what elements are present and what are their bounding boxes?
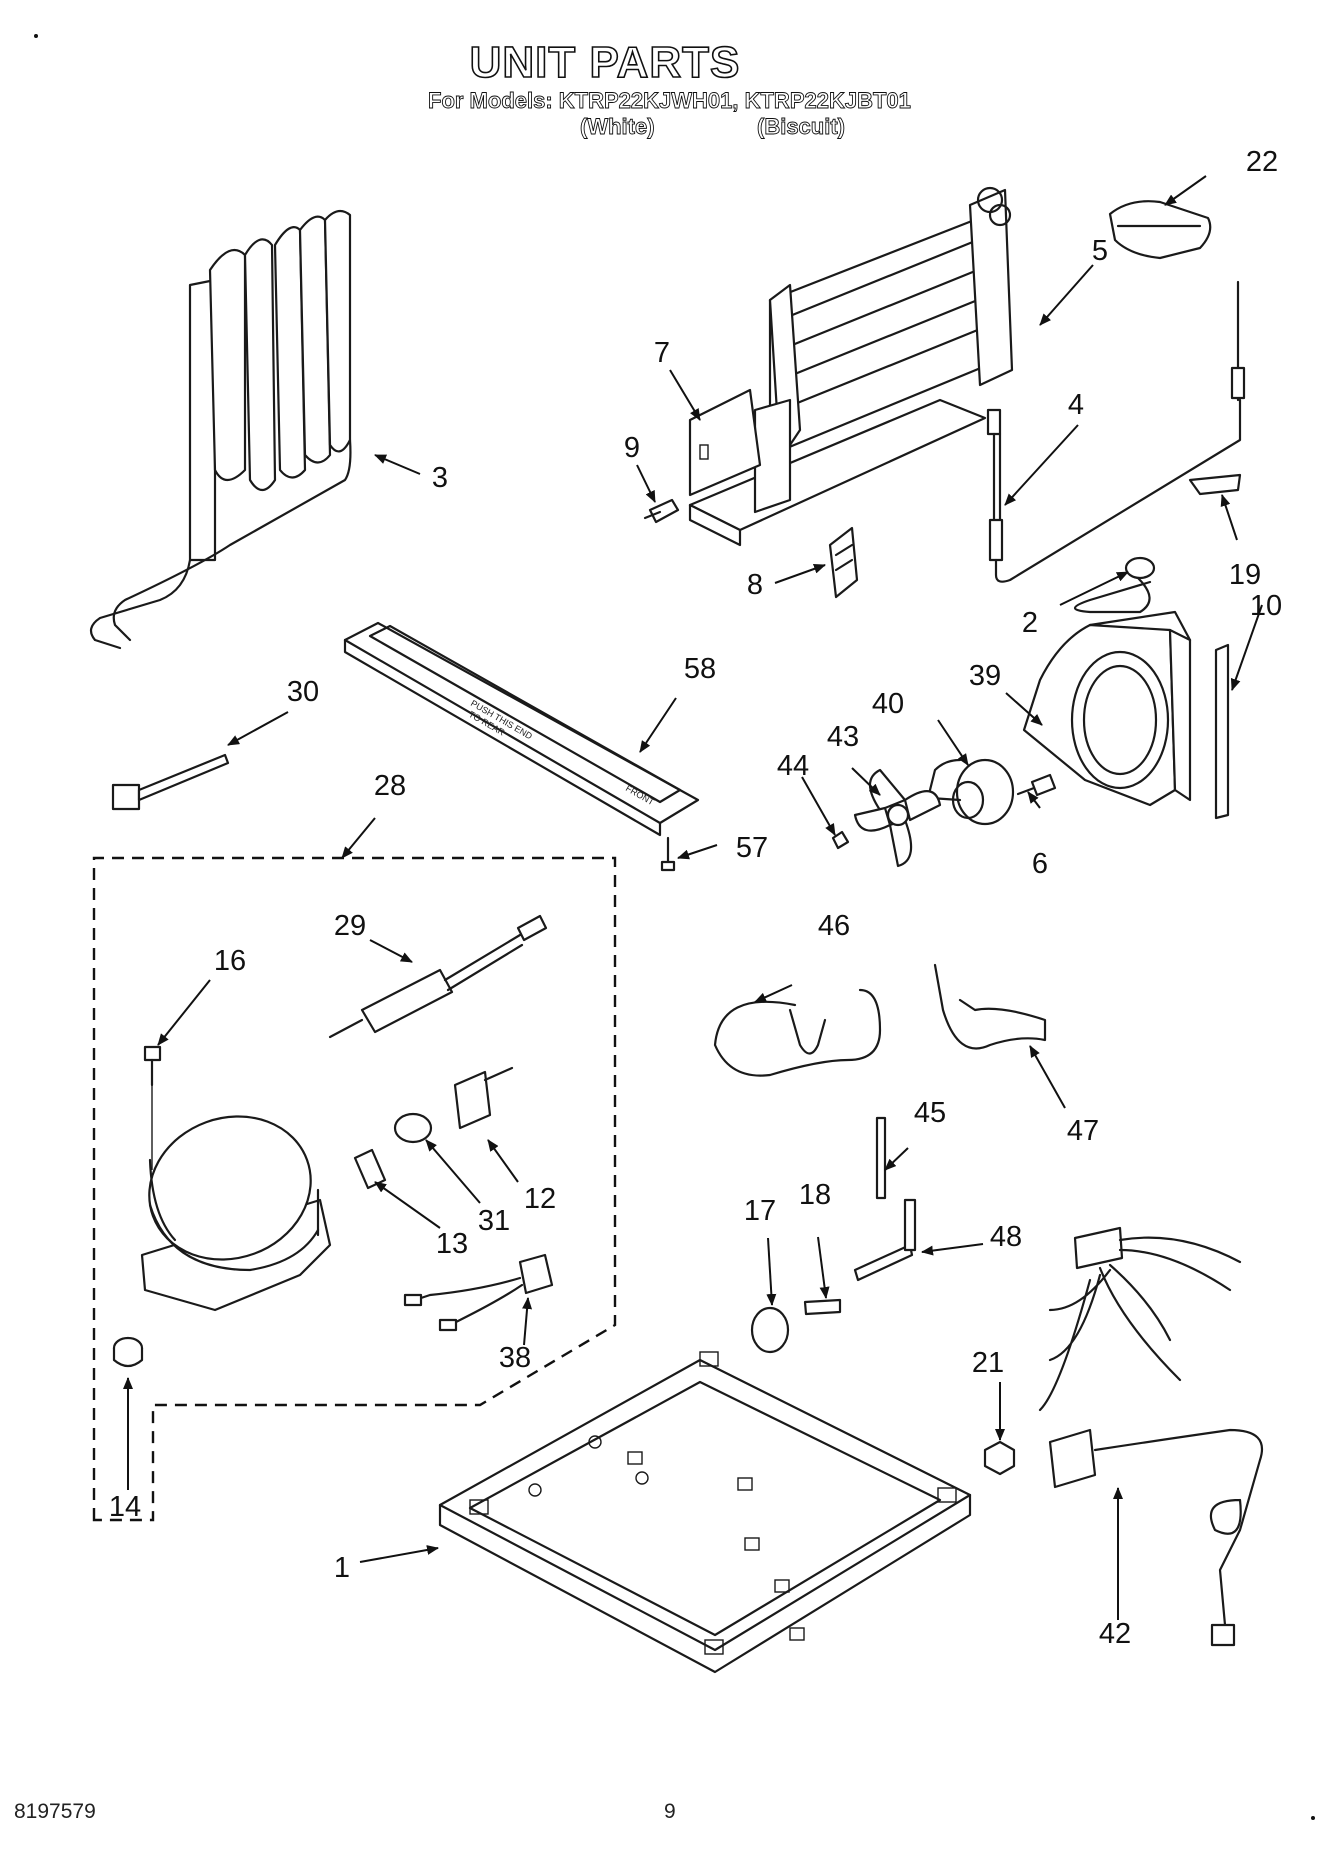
page-title: UNIT PARTS xyxy=(469,37,741,88)
relay-parts xyxy=(353,1066,514,1190)
pin-45 xyxy=(875,1116,887,1200)
tube-46 xyxy=(713,988,882,1077)
defrost-wire xyxy=(1073,556,1156,614)
doc-number: 8197579 xyxy=(14,1800,96,1823)
corner-dot xyxy=(34,34,38,38)
callout-12: 12 xyxy=(524,1183,556,1215)
callout-43: 43 xyxy=(827,721,859,753)
fan-shroud xyxy=(1022,610,1192,807)
screw-part xyxy=(643,498,680,524)
color-white-label: (White) xyxy=(580,114,655,140)
roller-17 xyxy=(750,1306,790,1354)
callout-18: 18 xyxy=(799,1179,831,1211)
callout-40: 40 xyxy=(872,688,904,720)
mounting-bolt xyxy=(143,1045,162,1170)
fan-motor xyxy=(928,758,1015,826)
callout-3: 3 xyxy=(432,462,448,494)
rubber-grommet xyxy=(112,1336,144,1368)
callout-21: 21 xyxy=(972,1347,1004,1379)
callout-17: 17 xyxy=(744,1195,776,1227)
retainer-part xyxy=(831,830,850,850)
corner-dot xyxy=(1311,1816,1315,1820)
compressor xyxy=(140,1115,332,1312)
callout-57: 57 xyxy=(736,832,768,864)
drain-pan: PUSH THIS END TO REAR FRONT xyxy=(343,621,700,837)
callout-4: 4 xyxy=(1068,389,1084,421)
callout-31: 31 xyxy=(478,1205,510,1237)
callout-19: 19 xyxy=(1229,559,1261,591)
wiring-harness xyxy=(1038,1226,1263,1647)
fan-blade xyxy=(853,768,942,868)
callout-48: 48 xyxy=(990,1221,1022,1253)
strip-part xyxy=(1214,643,1230,820)
axle-18 xyxy=(803,1298,842,1316)
pin-48-vertical xyxy=(903,1198,917,1252)
callout-14: 14 xyxy=(109,1491,141,1523)
nut-21 xyxy=(983,1440,1016,1476)
callout-44: 44 xyxy=(777,750,809,782)
condenser-coil xyxy=(89,209,352,650)
leader-lines xyxy=(123,175,1263,1620)
callout-5: 5 xyxy=(1092,235,1108,267)
callout-42: 42 xyxy=(1099,1618,1131,1650)
evaporator-assembly xyxy=(688,186,1014,547)
callout-30: 30 xyxy=(287,676,319,708)
tube-46-inner xyxy=(788,1008,827,1055)
page-number: 9 xyxy=(664,1800,676,1823)
callout-2: 2 xyxy=(1022,607,1038,639)
tube-47 xyxy=(933,963,1047,1050)
callout-38: 38 xyxy=(499,1342,531,1374)
callout-1: 1 xyxy=(334,1552,350,1584)
motor-screw xyxy=(1016,773,1057,797)
cap-part xyxy=(1108,200,1212,260)
compressor-kit-boundary xyxy=(92,856,617,1522)
callout-22: 22 xyxy=(1246,146,1278,178)
overload-protector xyxy=(403,1253,554,1332)
color-biscuit-label: (Biscuit) xyxy=(757,114,846,140)
callout-16: 16 xyxy=(214,945,246,977)
callout-9: 9 xyxy=(624,432,640,464)
pan-screw xyxy=(660,836,676,872)
callout-6: 6 xyxy=(1032,848,1048,880)
callout-29: 29 xyxy=(334,910,366,942)
clip-part xyxy=(828,526,859,599)
models-line: For Models: KTRP22KJWH01, KTRP22KJBT01 xyxy=(428,88,912,114)
callout-46: 46 xyxy=(818,910,850,942)
callout-8: 8 xyxy=(747,569,763,601)
callout-7: 7 xyxy=(654,337,670,369)
callout-28: 28 xyxy=(374,770,406,802)
cable-tie xyxy=(111,753,230,811)
callout-58: 58 xyxy=(684,653,716,685)
callout-10: 10 xyxy=(1250,590,1282,622)
pin-48 xyxy=(853,1243,914,1282)
filter-drier xyxy=(328,914,548,1039)
base-frame xyxy=(438,1351,972,1674)
callout-45: 45 xyxy=(914,1097,946,1129)
callout-39: 39 xyxy=(969,660,1001,692)
callout-47: 47 xyxy=(1067,1115,1099,1147)
callout-13: 13 xyxy=(436,1228,468,1260)
thermistor-wire xyxy=(986,280,1246,583)
